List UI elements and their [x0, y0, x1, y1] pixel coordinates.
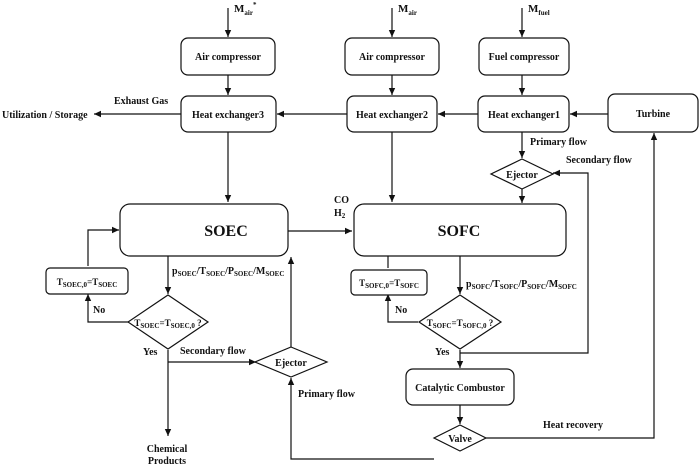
valve: Valve	[432, 424, 488, 452]
heat-exchanger2: Heat exchanger2	[346, 95, 438, 133]
soec-no-label: No	[93, 305, 105, 316]
air-compressor-mid: Air compressor	[344, 37, 440, 76]
sofc-reset-box: TSOFC,0=TSOFC	[350, 269, 428, 296]
heat-exchanger2-label: Heat exchanger2	[356, 110, 428, 121]
soec-reset-box: TSOEC,0=TSOEC	[45, 267, 129, 295]
turbine-label: Turbine	[636, 109, 671, 120]
primary-flow-bottom-label: Primary flow	[298, 389, 356, 400]
co-label: CO	[334, 195, 349, 206]
primary-flow-top-label: Primary flow	[530, 137, 588, 148]
fuel-compressor: Fuel compressor	[478, 37, 570, 76]
arrow-secondary-top	[460, 169, 589, 354]
fuel-compressor-label: Fuel compressor	[489, 52, 560, 63]
air-compressor-left: Air compressor	[180, 37, 276, 76]
products-label: Products	[148, 456, 186, 467]
valve-label: Valve	[448, 434, 472, 445]
soec-yes-label: Yes	[143, 347, 158, 358]
ejector-bottom-label: Ejector	[275, 358, 307, 369]
arrow-valve-ejector	[287, 378, 434, 460]
soec-reset-label: TSOEC,0=TSOEC	[57, 277, 118, 289]
sofc-label: SOFC	[438, 223, 481, 240]
heat-exchanger1: Heat exchanger1	[477, 95, 570, 133]
sofc-decision: TSOFC=TSOFC,0 ?	[417, 294, 503, 350]
sofc-yes-label: Yes	[435, 347, 450, 358]
air-compressor-mid-label: Air compressor	[359, 52, 426, 63]
air-compressor-left-label: Air compressor	[195, 52, 262, 63]
input-label-air: Mair	[398, 3, 417, 17]
ejector-top: Ejector	[489, 158, 555, 190]
utilization-storage-label: Utilization / Storage	[2, 110, 88, 121]
turbine: Turbine	[607, 93, 699, 133]
ejector-bottom: Ejector	[253, 346, 329, 378]
sofc-state-label: pSOFC/TSOFC/PSOFC/MSOFC	[466, 279, 577, 291]
chemical-label: Chemical	[147, 444, 188, 455]
secondary-flow-top-label: Secondary flow	[566, 155, 633, 166]
sofc-stack: SOFC	[353, 203, 567, 257]
sofc-no-label: No	[395, 305, 407, 316]
heat-exchanger1-label: Heat exchanger1	[488, 110, 560, 121]
soec-label: SOEC	[204, 223, 248, 240]
catalytic-combustor: Catalytic Combustor	[405, 368, 515, 406]
connectors	[84, 8, 658, 460]
sofc-decision-label: TSOFC=TSOFC,0 ?	[427, 318, 494, 330]
sofc-reset-label: TSOFC,0=TSOFC	[359, 278, 419, 290]
soec-decision-label: TSOEC=TSOEC,0 ?	[134, 318, 201, 330]
arrow-soec-reset	[87, 226, 119, 266]
heat-exchanger3: Heat exchanger3	[180, 95, 277, 133]
ejector-top-label: Ejector	[506, 170, 538, 181]
input-label-fuel: Mfuel	[528, 3, 550, 17]
soec-decision: TSOEC=TSOEC,0 ?	[126, 294, 210, 350]
input-label-air-star: Mair*	[234, 1, 257, 17]
exhaust-gas-label: Exhaust Gas	[114, 96, 168, 107]
h2-label: H2	[334, 208, 346, 220]
catalytic-combustor-label: Catalytic Combustor	[415, 383, 505, 394]
arrow-sofc-no	[384, 294, 418, 323]
soec-state-label: pSOEC/TSOEC/PSOEC/MSOEC	[172, 266, 284, 278]
secondary-flow-bottom-label: Secondary flow	[180, 346, 247, 357]
arrow-heat-recovery	[486, 133, 658, 439]
heat-exchanger3-label: Heat exchanger3	[192, 110, 264, 121]
heat-recovery-label: Heat recovery	[543, 420, 603, 431]
soec-stack: SOEC	[119, 203, 289, 257]
arrow-soec-no	[84, 294, 130, 323]
